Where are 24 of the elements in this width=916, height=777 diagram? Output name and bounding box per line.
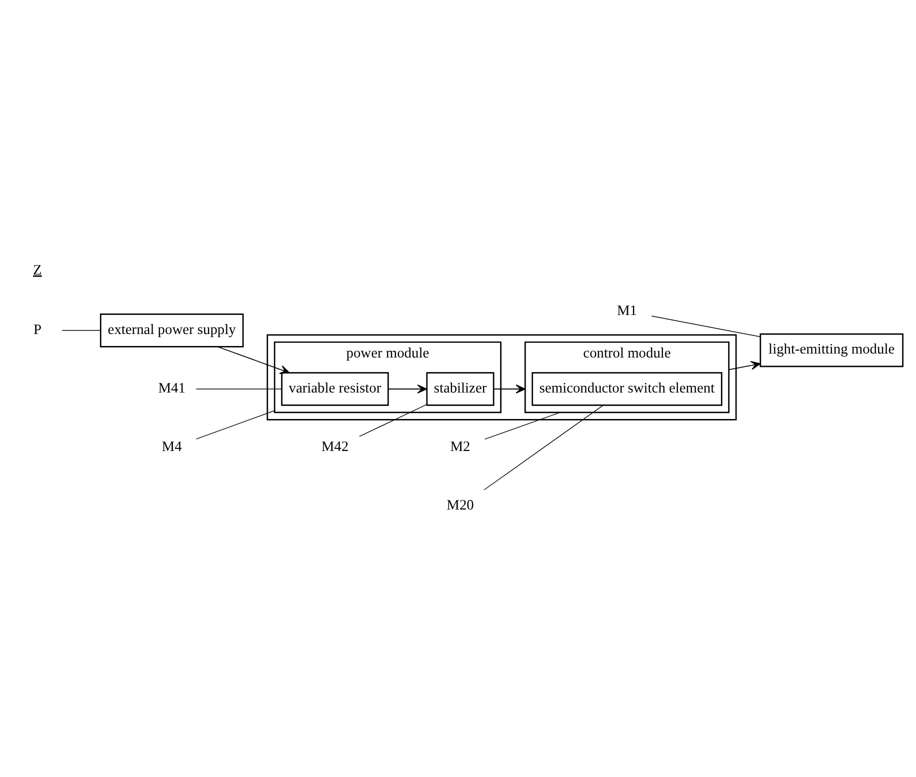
arrow [493, 384, 526, 393]
connector [484, 404, 604, 490]
node-box: light-emitting module [760, 332, 904, 367]
node-text: P [34, 321, 42, 338]
arrow [388, 384, 428, 393]
node-text: M4 [162, 438, 182, 455]
node-box: semiconductor switch element [532, 372, 722, 406]
node-text: M2 [450, 438, 470, 455]
cluster [266, 334, 737, 420]
connector [196, 388, 282, 389]
label: Z [33, 262, 42, 278]
node-box: variable resistor [281, 372, 389, 406]
node-text: M20 [446, 497, 474, 514]
connector [651, 315, 761, 337]
node-text: M41 [158, 380, 186, 396]
connector [359, 404, 428, 436]
node-box: stabilizer [426, 372, 494, 406]
node-text: M1 [616, 302, 638, 318]
arrow [728, 360, 761, 370]
connector [484, 412, 560, 440]
connector [196, 410, 275, 439]
node-box: external power supply [100, 313, 244, 347]
arrow [217, 346, 290, 374]
node-text: M42 [321, 438, 349, 455]
